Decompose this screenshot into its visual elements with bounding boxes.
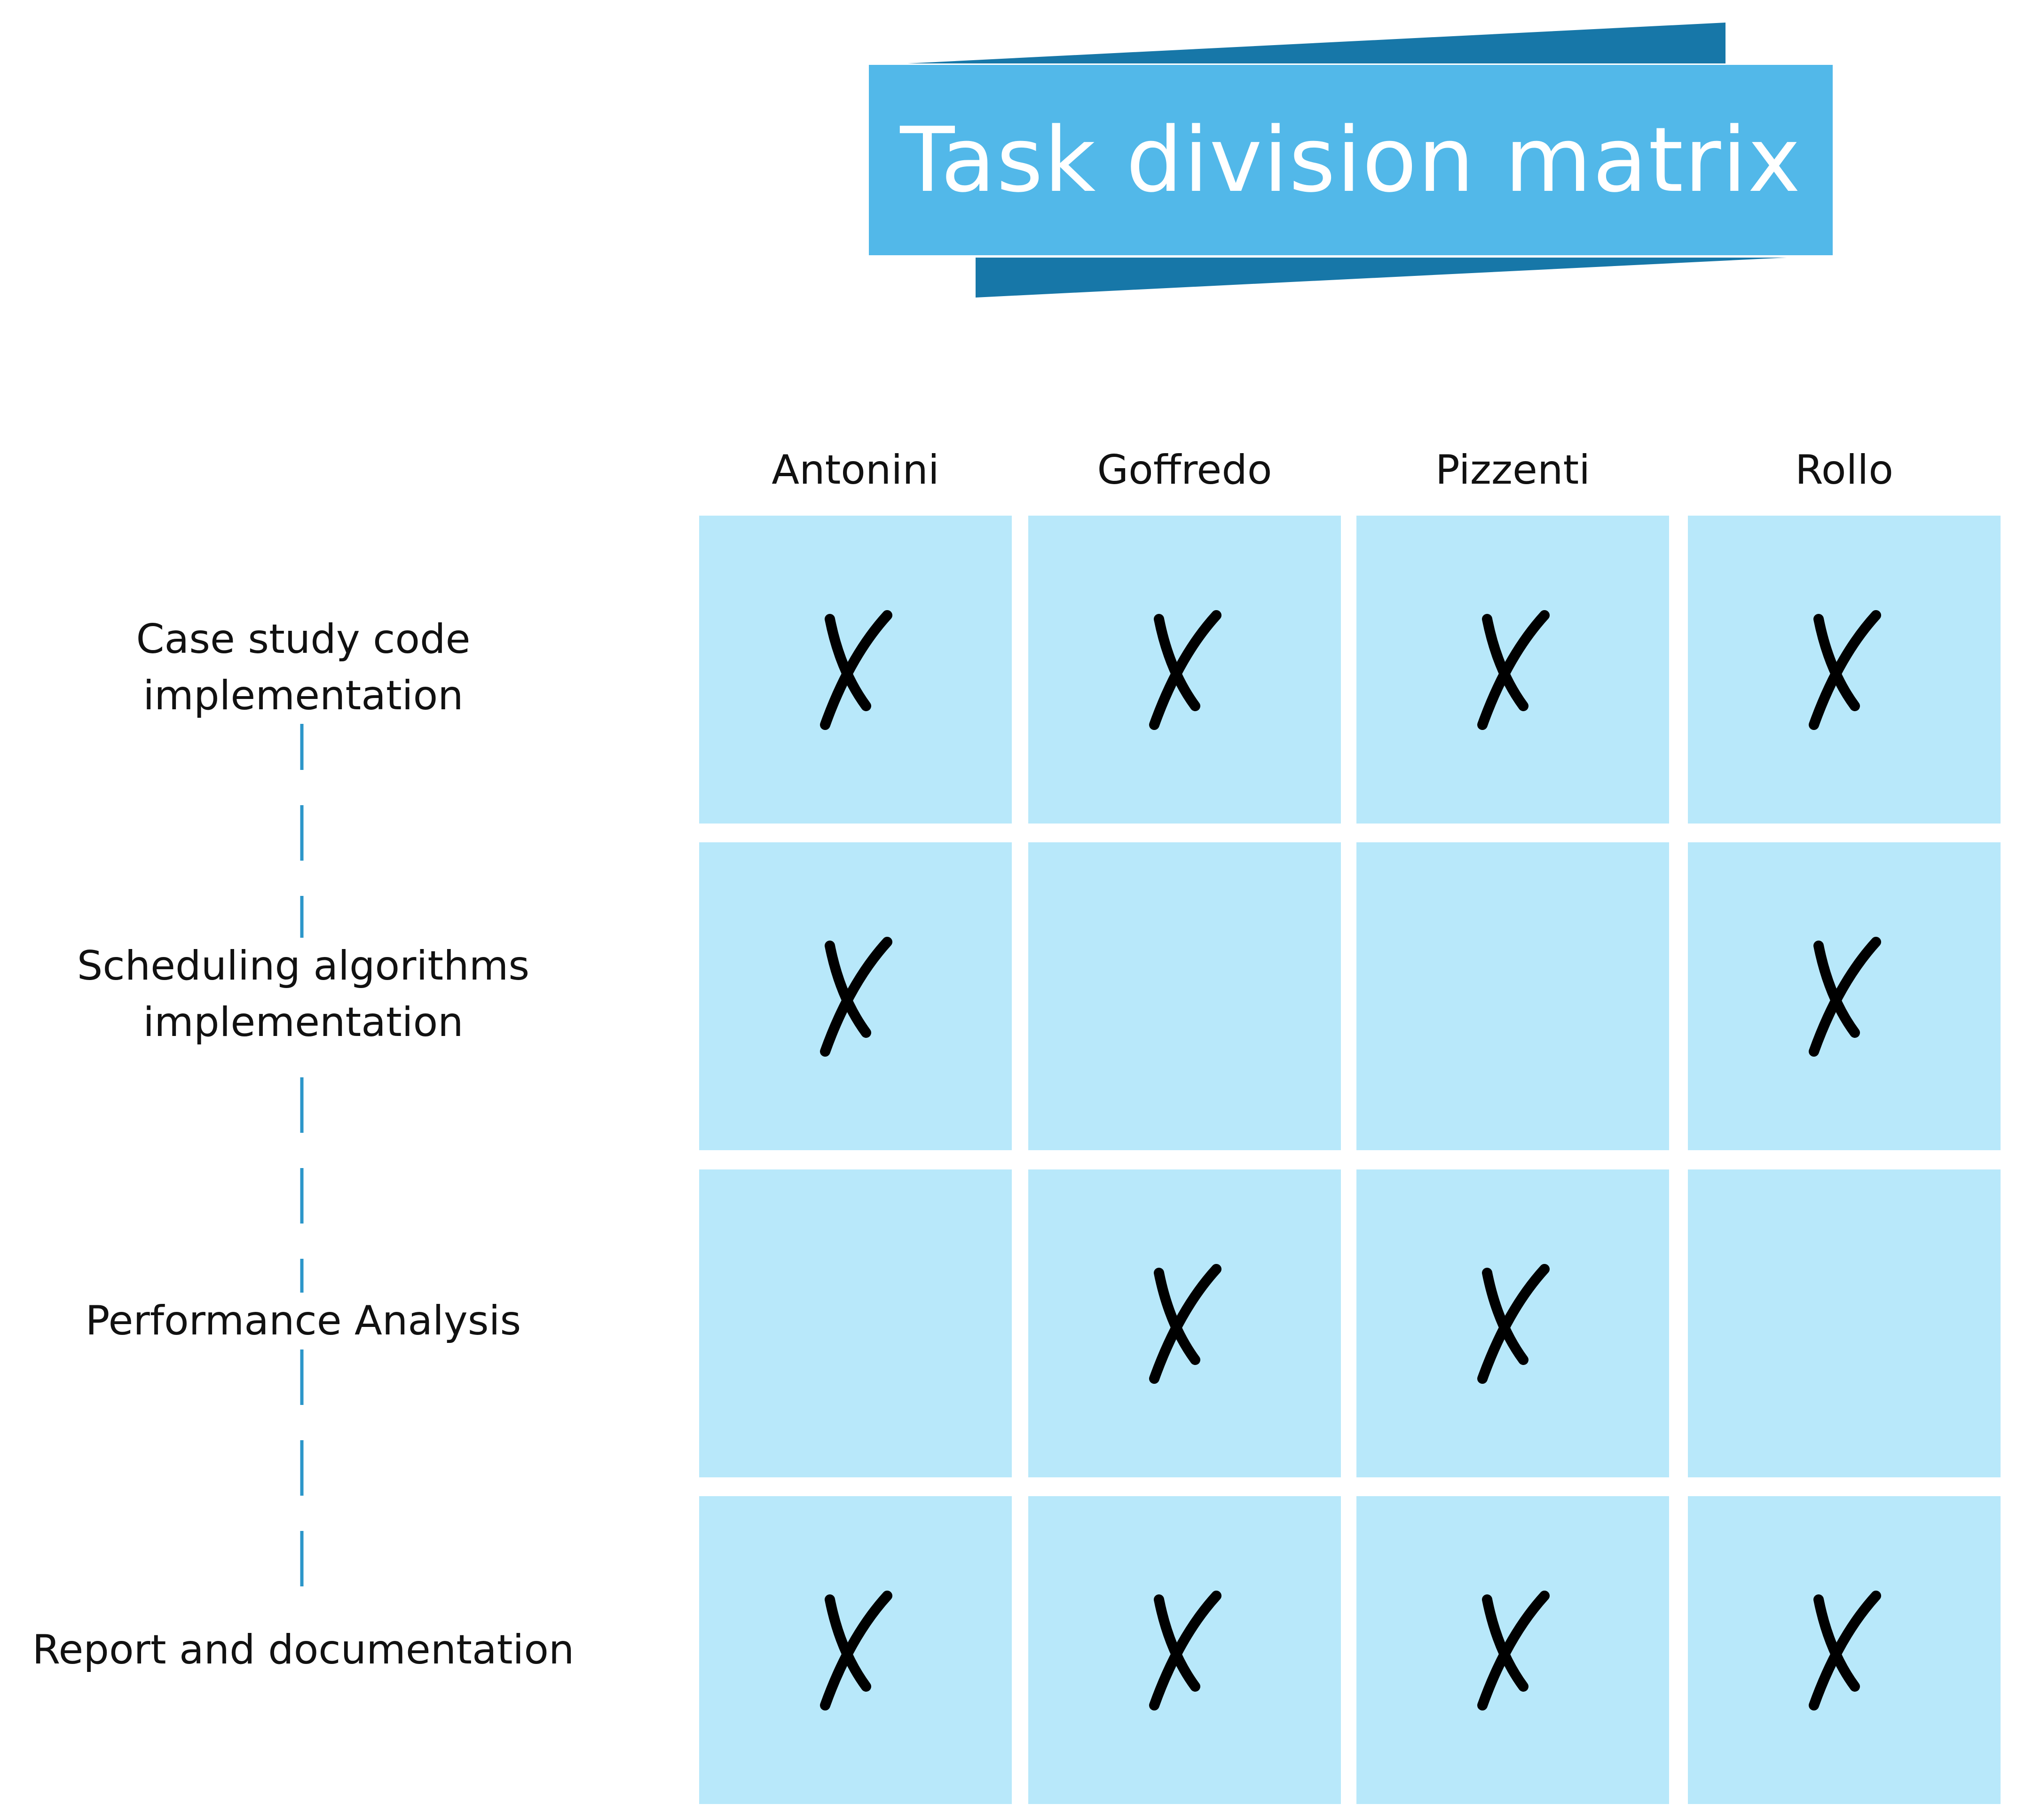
assignment-mark-x xyxy=(1149,1591,1221,1710)
matrix-cell-r2-c2 xyxy=(1356,1169,1669,1477)
matrix-cell-r3-c1 xyxy=(1028,1496,1341,1804)
row-label-performance: Performance Analysis xyxy=(28,1288,578,1354)
matrix-cell-r1-c3 xyxy=(1688,842,2001,1150)
assignment-mark-x xyxy=(1477,1591,1550,1710)
matrix-cell-r1-c2 xyxy=(1356,842,1669,1150)
matrix-cell-r1-c1 xyxy=(1028,842,1341,1150)
matrix-cell-r1-c0 xyxy=(699,842,1012,1150)
assignment-mark-x xyxy=(1809,1591,1881,1710)
assignment-mark-x xyxy=(1477,1264,1550,1384)
assignment-mark-x xyxy=(1809,610,1881,730)
column-header-rollo: Rollo xyxy=(1795,447,1893,494)
column-header-goffredo: Goffredo xyxy=(1097,447,1272,494)
column-header-pizzenti: Pizzenti xyxy=(1435,447,1591,494)
matrix-cell-r0-c0 xyxy=(699,516,1012,824)
matrix-cell-r2-c1 xyxy=(1028,1169,1341,1477)
banner-back-strip-top xyxy=(907,23,1725,63)
page-title: Task division matrix xyxy=(900,108,1802,212)
assignment-mark-x xyxy=(1477,610,1550,730)
column-header-antonini: Antonini xyxy=(772,447,939,494)
assignment-mark-x xyxy=(820,937,892,1057)
assignment-mark-x xyxy=(1149,610,1221,730)
row-label-scheduling: Scheduling algorithms implementation xyxy=(28,933,578,1055)
banner-back-strip-bottom xyxy=(976,258,1787,298)
assignment-mark-x xyxy=(820,1591,892,1710)
matrix-cell-r0-c2 xyxy=(1356,516,1669,824)
matrix-cell-r3-c2 xyxy=(1356,1496,1669,1804)
matrix-cell-r3-c0 xyxy=(699,1496,1012,1804)
banner-face xyxy=(869,65,1833,255)
matrix-cell-r0-c3 xyxy=(1688,516,2001,824)
assignment-mark-x xyxy=(820,610,892,730)
row-label-case-study: Case study code implementation xyxy=(28,606,578,729)
matrix-cell-r2-c0 xyxy=(699,1169,1012,1477)
row-label-report: Report and documentation xyxy=(28,1617,578,1683)
assignment-mark-x xyxy=(1809,937,1881,1057)
assignment-mark-x xyxy=(1149,1264,1221,1384)
matrix-cell-r3-c3 xyxy=(1688,1496,2001,1804)
matrix-cell-r0-c1 xyxy=(1028,516,1341,824)
matrix-cell-r2-c3 xyxy=(1688,1169,2001,1477)
